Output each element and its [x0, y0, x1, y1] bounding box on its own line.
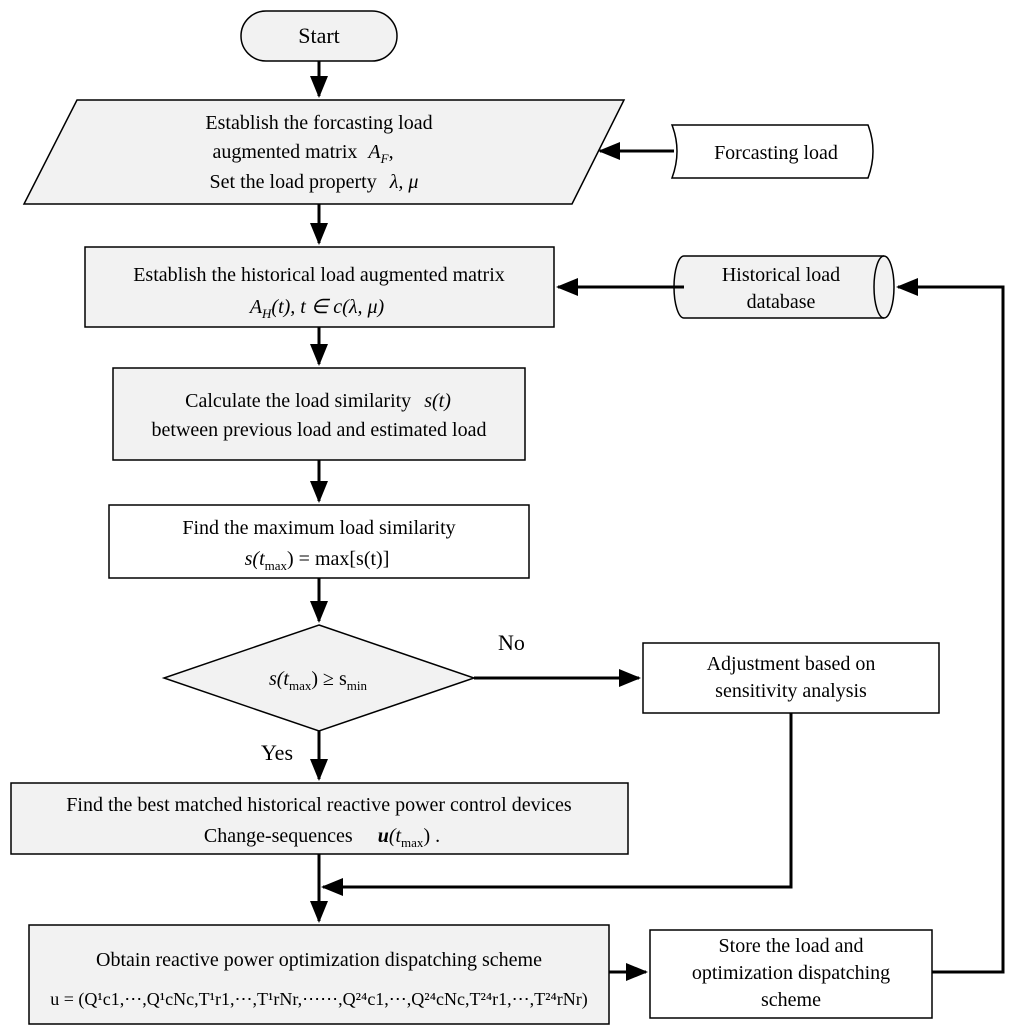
obtain-node: Obtain reactive power optimization dispa…: [28, 924, 610, 1025]
store-line2: optimization dispatching: [692, 962, 890, 984]
obtain-formula: u = (Q¹c1,⋯,Q¹cNc,T¹r1,⋯,T¹rNr,⋯⋯,Q²⁴c1,…: [50, 989, 588, 1010]
forecast-matrix-line2: augmented matrix: [212, 141, 357, 163]
forecast-matrix-node: Establish the forcasting load augmented …: [22, 99, 626, 205]
similarity-line1-math: s(t): [424, 390, 451, 412]
max-similarity-line1: Find the maximum load similarity: [182, 517, 455, 539]
edge-label-yes: Yes: [261, 740, 293, 765]
best-match-line2-math-a: u: [378, 825, 389, 847]
decision-b: ) ≥ s: [311, 668, 347, 690]
similarity-line1: Calculate the load similarity: [185, 390, 411, 412]
historical-database-node: Historical load database: [673, 255, 895, 319]
edge-label-no: No: [498, 630, 525, 655]
best-match-line1: Find the best matched historical reactiv…: [66, 794, 572, 816]
best-match-node: Find the best matched historical reactiv…: [10, 782, 629, 855]
historical-database-line1: Historical load: [722, 264, 840, 286]
max-similarity-line2-a: s(t: [245, 548, 265, 570]
adjustment-line2: sensitivity analysis: [715, 680, 867, 702]
store-node: Store the load and optimization dispatch…: [649, 929, 933, 1019]
forecast-matrix-line3: Set the load property: [210, 171, 377, 193]
historical-matrix-node: Establish the historical load augmented …: [84, 246, 555, 328]
edge-store-to-database: [896, 278, 1005, 974]
svg-text:Calculate the load similarity: Calculate the load similarity s(t): [185, 390, 451, 412]
svg-text:s(tmax) ≥ smin: s(tmax) ≥ smin: [269, 668, 368, 693]
historical-database-line2: database: [747, 291, 816, 313]
historical-matrix-line2-sub: H: [261, 306, 272, 321]
start-label: Start: [298, 23, 340, 48]
best-match-line2-math-c: ) .: [423, 825, 440, 847]
best-match-line2-math-b: (t: [389, 825, 402, 847]
adjustment-node: Adjustment based on sensitivity analysis: [642, 642, 940, 714]
decision-a: s(t: [269, 668, 289, 690]
forecast-matrix-line2-sub: F: [380, 151, 390, 166]
svg-text:Change-sequences u(tmax): Change-sequences u(tmax) .: [204, 825, 440, 850]
decision-sub1: max: [289, 678, 312, 693]
similarity-line2: between previous load and estimated load: [152, 419, 487, 441]
decision-sub2: min: [347, 678, 368, 693]
best-match-line2-sub: max: [401, 835, 424, 850]
historical-matrix-line2-b: (t), t ∈ c(λ, μ): [271, 296, 384, 318]
adjustment-line1: Adjustment based on: [707, 653, 876, 675]
max-similarity-line2-b: ) = max[s(t)]: [287, 548, 389, 570]
obtain-line1: Obtain reactive power optimization dispa…: [96, 949, 542, 971]
start-node: Start: [240, 10, 398, 62]
store-line3: scheme: [761, 989, 821, 1011]
historical-matrix-line2-a: A: [248, 296, 263, 318]
svg-text:Set the load property λ,: Set the load property λ, μ: [210, 171, 419, 193]
forecast-matrix-line2-tail: ,: [389, 141, 394, 163]
edges: [310, 61, 1005, 981]
forecasting-load-node: Forcasting load: [670, 124, 874, 179]
max-similarity-line2-sub: max: [265, 558, 288, 573]
historical-matrix-line1: Establish the historical load augmented …: [133, 264, 505, 286]
forecast-matrix-line1: Establish the forcasting load: [205, 112, 432, 134]
store-line1: Store the load and: [719, 935, 864, 957]
svg-text:AH(t), t ∈ c(λ, μ): AH(t), t ∈ c(λ, μ): [248, 296, 385, 321]
forecast-matrix-line3-math: λ, μ: [389, 171, 419, 193]
similarity-node: Calculate the load similarity s(t) betwe…: [112, 367, 526, 461]
svg-text:s(tmax) = max[s(t)]: s(tmax) = max[s(t)]: [245, 548, 390, 573]
edge-adjustment-to-merge: [321, 713, 793, 896]
forecasting-load-label: Forcasting load: [714, 142, 838, 164]
forecast-matrix-line2-math: A: [366, 141, 381, 163]
decision-node: s(tmax) ≥ smin: [161, 624, 477, 732]
best-match-line2: Change-sequences: [204, 825, 353, 847]
svg-text:augmented matrix AF,: augmented matrix AF,: [212, 141, 393, 166]
max-similarity-node: Find the maximum load similarity s(tmax)…: [108, 504, 530, 579]
